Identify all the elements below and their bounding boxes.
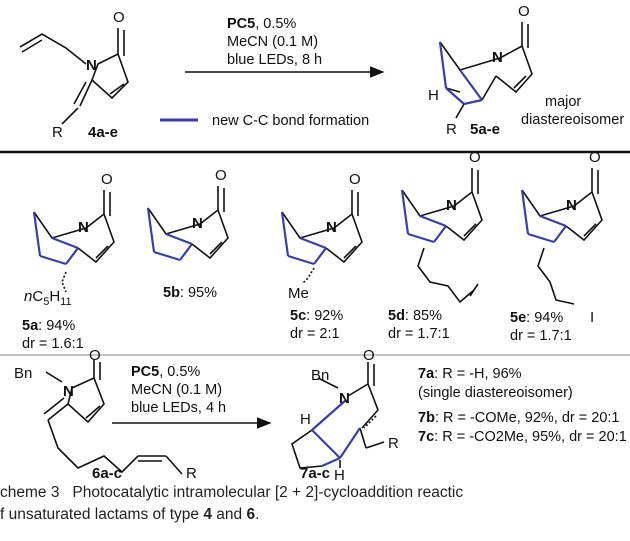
- bottom-condition-light: blue LEDs, 4 h: [131, 400, 226, 416]
- caption-line-2: f unsaturated lactams of type 4 and 6.: [0, 506, 260, 523]
- product-7-bn: Bn: [311, 367, 329, 384]
- product-5c-substituent: Me: [288, 285, 309, 302]
- svg-text:O: O: [101, 171, 113, 188]
- reactant-6-bn: Bn: [14, 365, 32, 382]
- svg-text:O: O: [469, 149, 481, 166]
- product-7: [291, 362, 385, 469]
- product-5-new-bonds: [438, 41, 483, 106]
- result-7c: 7c: R = -CO2Me, 95%, dr = 20:1: [418, 429, 627, 445]
- reactant-6-atom-n: N: [63, 383, 74, 400]
- atom-n: N: [86, 57, 97, 74]
- product-5c-dr: dr = 2:1: [290, 326, 340, 342]
- product-5-atom-o: O: [518, 3, 530, 20]
- result-7a: 7a: R = -H, 96%: [418, 366, 522, 382]
- product-7-atom-o: O: [363, 347, 375, 364]
- product-5e-yield: 5e: 94%: [510, 310, 563, 326]
- caption-line-1: cheme 3 Photocatalytic intramolecular [2…: [0, 482, 630, 504]
- reactant-label: 4a-e: [88, 124, 118, 141]
- top-condition-solvent: MeCN (0.1 M): [227, 34, 318, 50]
- svg-text:N: N: [78, 219, 89, 236]
- product-7-h-top: H: [300, 411, 311, 428]
- product-5b: N O: [146, 167, 229, 262]
- svg-text:O: O: [349, 171, 361, 188]
- product-5a-substituent: nC5H11: [24, 288, 72, 308]
- product-5-label: 5a-e: [470, 121, 500, 138]
- product-7-h-bottom: H: [334, 467, 345, 480]
- product-7-label: 7a-c: [300, 465, 330, 480]
- caption-prefix: cheme 3: [0, 484, 60, 501]
- reactant-6-label: 6a-c: [92, 465, 122, 480]
- r-group-label: R: [52, 124, 63, 141]
- product-5d-dr: dr = 1.7:1: [388, 326, 450, 342]
- result-7a-note: (single diastereoisomer): [418, 385, 573, 401]
- svg-text:O: O: [589, 149, 601, 166]
- product-5c: N O Me: [280, 171, 363, 302]
- scheme-caption: cheme 3 Photocatalytic intramolecular [2…: [0, 482, 630, 526]
- atom-o: O: [113, 9, 125, 26]
- major-note-line2: diastereoisomer: [521, 112, 624, 128]
- top-condition-catalyst: PC5, 0.5%: [227, 16, 296, 32]
- product-5-h-label: H: [428, 87, 439, 104]
- legend-text: new C-C bond formation: [212, 113, 369, 129]
- product-5a-yield: 5a: 94%: [22, 318, 75, 334]
- reaction-scheme: N O R 4a-e PC5, 0.5% MeCN (0.1 M) blue L…: [0, 3, 630, 480]
- product-5a: N O nC5H11: [24, 171, 115, 308]
- product-5-atom-n: N: [492, 49, 503, 66]
- product-5d-yield: 5d: 85%: [388, 308, 442, 324]
- svg-text:N: N: [192, 215, 203, 232]
- svg-text:O: O: [215, 167, 227, 184]
- product-7-atom-n: N: [339, 390, 350, 407]
- result-7b: 7b: R = -COMe, 92%, dr = 20:1: [418, 410, 619, 426]
- bottom-condition-solvent: MeCN (0.1 M): [131, 382, 222, 398]
- product-5e-dr: dr = 1.7:1: [510, 328, 572, 344]
- product-5e: N O I: [520, 149, 603, 326]
- svg-text:N: N: [326, 219, 337, 236]
- top-condition-light: blue LEDs, 8 h: [227, 52, 322, 68]
- caption-text-1: Photocatalytic intramolecular [2 + 2]-cy…: [72, 484, 464, 501]
- product-5a-dr: dr = 1.6:1: [22, 336, 84, 352]
- svg-text:N: N: [446, 197, 457, 214]
- product-5e-substituent: I: [590, 309, 594, 326]
- product-5-r-label: R: [446, 121, 457, 138]
- bottom-condition-catalyst: PC5, 0.5%: [131, 364, 200, 380]
- product-7-new-bonds: [311, 399, 361, 468]
- major-note-line1: major: [545, 94, 581, 110]
- reactant-6-r-group: R: [186, 465, 197, 480]
- product-5d: N O: [400, 149, 483, 304]
- reactant-4: [19, 28, 129, 125]
- product-5b-yield: 5b: 95%: [163, 285, 217, 301]
- reactant-6: [43, 360, 183, 475]
- product-7-r-label: R: [388, 435, 399, 452]
- reactant-6-atom-o: O: [89, 347, 101, 364]
- product-5c-yield: 5c: 92%: [290, 308, 343, 324]
- svg-text:N: N: [566, 197, 577, 214]
- product-5: [439, 22, 533, 119]
